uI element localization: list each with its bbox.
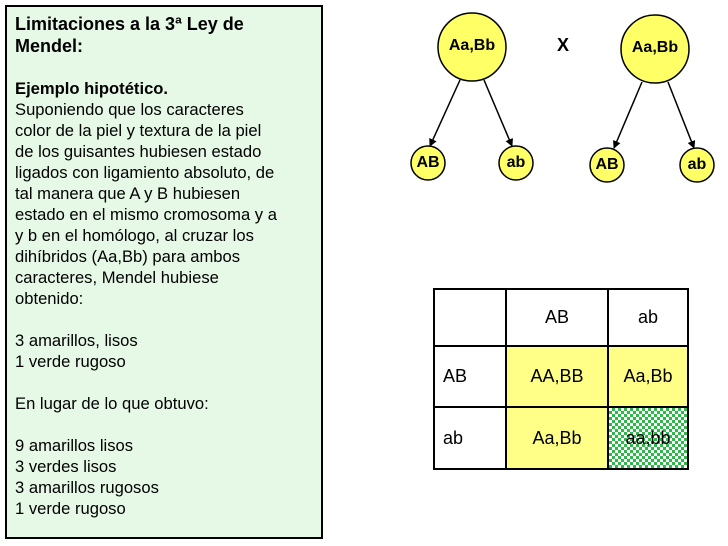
- example-line: tal manera que A y B hubiesen: [15, 184, 241, 203]
- example-line: estado en el mismo cromosoma y a: [15, 205, 277, 224]
- cross-diagram: Aa,Bb X Aa,Bb AB ab AB ab: [410, 12, 715, 183]
- gamete-right-1-circle: [589, 147, 625, 183]
- punnett-col-header: ab: [607, 288, 689, 347]
- title-line: Mendel:: [15, 36, 84, 56]
- hypothetical-results: 3 amarillos, lisos 1 verde rugoso: [15, 330, 313, 372]
- gamete-left-2-circle: [498, 145, 534, 181]
- example-paragraph: Ejemplo hipotético. Suponiendo que los c…: [15, 78, 313, 309]
- instead-heading-block: En lugar de lo que obtuvo:: [15, 393, 313, 414]
- parent-left-circle: [437, 12, 507, 82]
- example-line: ligados con ligamiento absoluto, de: [15, 163, 275, 182]
- gamete-right-2-label: ab: [687, 156, 707, 173]
- parent-right-label: Aa,Bb: [631, 39, 679, 56]
- result-line: 1 verde rugoso: [15, 352, 126, 371]
- example-heading: Ejemplo hipotético.: [15, 79, 169, 98]
- gamete-left-1-label: AB: [416, 154, 440, 171]
- slide-title: Limitaciones a la 3ª Ley de Mendel:: [15, 13, 313, 57]
- parent-left-label: Aa,Bb: [448, 37, 496, 54]
- punnett-square: AB ab AB AA,BB Aa,Bb ab Aa,Bb aa,bb: [433, 288, 689, 470]
- result-line: 3 verdes lisos: [15, 457, 117, 476]
- punnett-header-row: AB ab: [433, 288, 689, 347]
- cross-diagram-graphics: [410, 12, 715, 183]
- branch-line: [667, 81, 696, 149]
- instead-heading: En lugar de lo que obtuvo:: [15, 394, 209, 413]
- actual-results: 9 amarillos lisos 3 verdes lisos 3 amari…: [15, 435, 313, 519]
- example-line: y b en el homólogo, al cruzar los: [15, 226, 254, 245]
- punnett-corner-cell: [433, 288, 507, 347]
- example-line: caracteres, Mendel hubiese: [15, 268, 219, 287]
- gamete-right-2-circle: [679, 147, 715, 183]
- branch-line: [429, 79, 461, 147]
- example-line: de los guisantes hubiesen estado: [15, 142, 262, 161]
- result-line: 3 amarillos, lisos: [15, 331, 138, 350]
- text-panel: Limitaciones a la 3ª Ley de Mendel: Ejem…: [5, 5, 323, 539]
- example-line: obtenido:: [15, 289, 84, 308]
- punnett-row: ab Aa,Bb aa,bb: [433, 406, 689, 470]
- punnett-row-header: ab: [433, 406, 507, 470]
- punnett-cell: Aa,Bb: [505, 406, 609, 470]
- branch-line: [483, 79, 513, 147]
- branch-line: [613, 81, 643, 149]
- punnett-cell: AA,BB: [505, 345, 609, 408]
- punnett-cell-recessive: aa,bb: [607, 406, 689, 470]
- title-line: Limitaciones a la 3ª Ley de: [15, 14, 244, 34]
- result-line: 1 verde rugoso: [15, 499, 126, 518]
- gamete-left-1-circle: [410, 145, 446, 181]
- parent-right-circle: [620, 14, 690, 84]
- result-line: 3 amarillos rugosos: [15, 478, 159, 497]
- result-line: 9 amarillos lisos: [15, 436, 134, 455]
- example-line: dihíbridos (Aa,Bb) para ambos: [15, 247, 241, 266]
- punnett-row: AB AA,BB Aa,Bb: [433, 345, 689, 408]
- gamete-right-1-label: AB: [595, 156, 619, 173]
- gamete-left-2-label: ab: [506, 154, 526, 171]
- punnett-row-header: AB: [433, 345, 507, 408]
- punnett-col-header: AB: [505, 288, 609, 347]
- example-line: color de la piel y textura de la piel: [15, 121, 262, 140]
- punnett-cell: Aa,Bb: [607, 345, 689, 408]
- example-line: Suponiendo que los caracteres: [15, 100, 244, 119]
- cross-symbol: X: [557, 35, 570, 55]
